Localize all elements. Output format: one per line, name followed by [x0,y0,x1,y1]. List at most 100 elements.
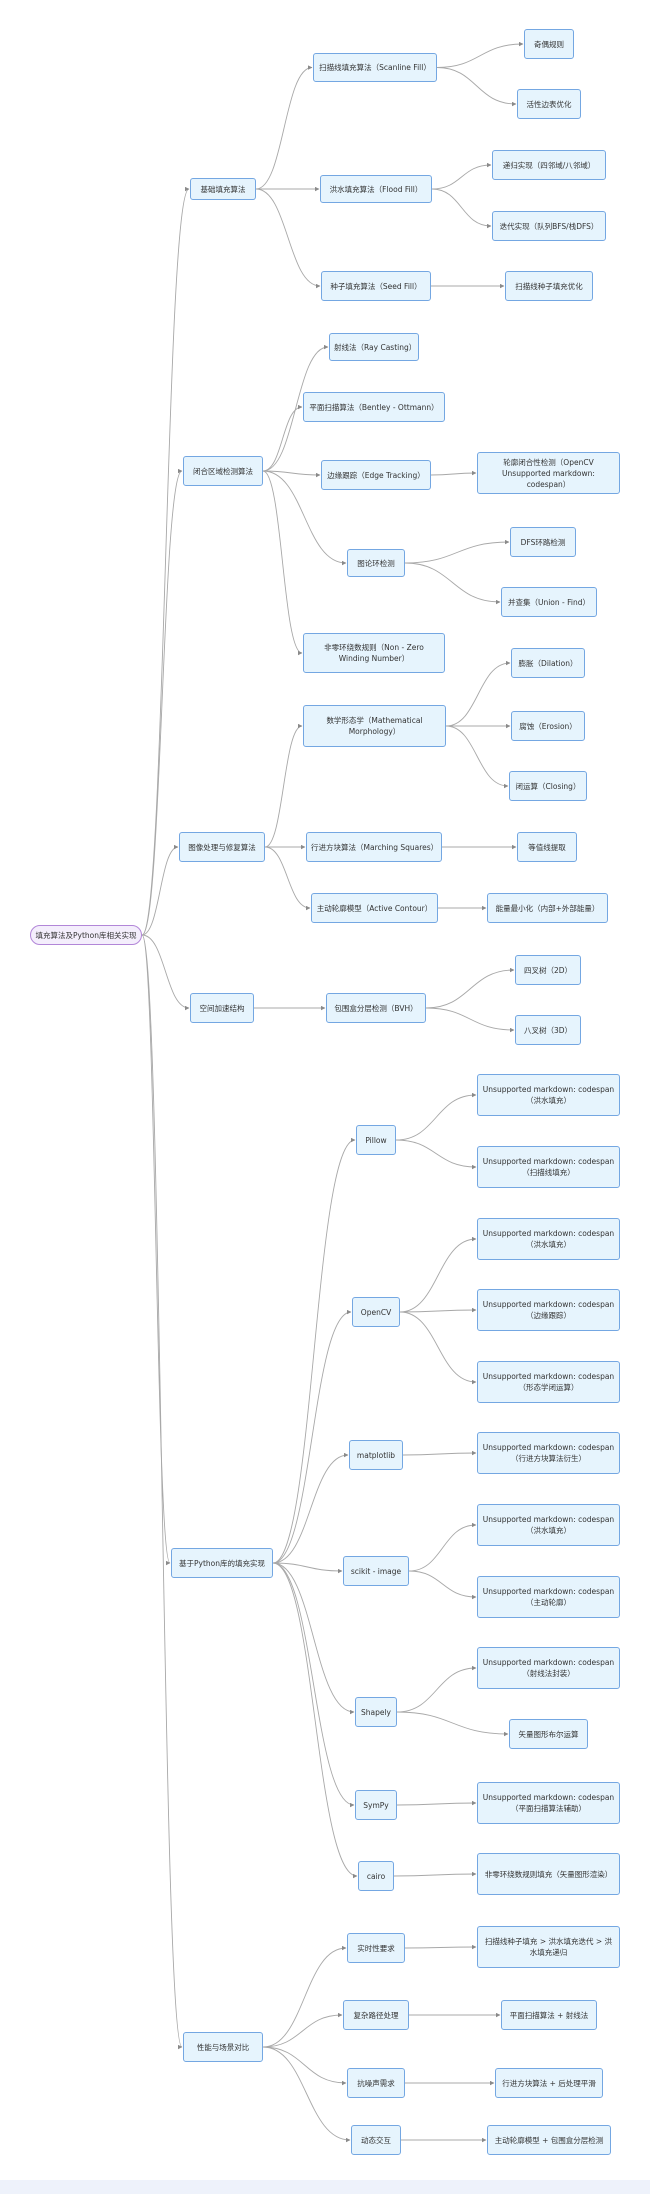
edge-n6-n6d [262,2046,351,2143]
node-label: SymPy [363,1800,389,1810]
edge-n6a-n6a1 [404,1944,477,1950]
edge-n5a-n5a2 [395,1139,477,1170]
node-label: 活性边表优化 [526,99,572,109]
node-label: 射线法（Ray Casting） [334,342,417,352]
node-label: 填充算法及Python库相关实现 [35,930,137,940]
edge-n5-n5a [272,1137,356,1564]
mindmap-node-n6c1: 行进方块算法 + 后处理平滑 [495,2068,603,2098]
node-label: 奇偶规则 [534,39,564,49]
edge-n5-n5c [272,1452,349,1564]
node-label: 扫描线填充算法（Scanline Fill） [319,63,431,72]
mindmap-node-n5: 基于Python库的填充实现 [171,1548,273,1578]
node-label: 矢量图形布尔运算 [518,1729,579,1739]
node-label: Unsupported markdown: codespan（主动轮廓） [482,1587,615,1607]
edge-n5-n5e [272,1562,355,1715]
edge-layer [141,41,524,2143]
mindmap-node-n5c1: Unsupported markdown: codespan（行进方块算法衍生） [477,1432,620,1474]
mindmap-node-n1a2: 活性边表优化 [517,89,581,119]
node-label: 基础填充算法 [200,184,246,194]
edge-n5a-n5a1 [395,1092,477,1141]
mindmap-node-n2e: 非零环绕数规则（Non - Zero Winding Number） [303,633,445,673]
node-label: Unsupported markdown: codespan（平面扫描算法辅助） [482,1793,615,1813]
edge-n2-n2a [262,344,329,472]
node-label: 图像处理与修复算法 [188,842,256,852]
node-label: 抗噪声需求 [357,2078,395,2088]
mindmap-node-n6c: 抗噪声需求 [347,2068,405,2098]
mindmap-node-n6a: 实时性要求 [347,1933,405,1963]
mindmap-node-n2d1: DFS环路检测 [510,527,576,557]
edge-n1a-n1a2 [436,67,517,107]
node-label: Shapely [360,1707,391,1717]
node-label: 能量最小化（内部+外部能量） [495,903,600,913]
node-label: Unsupported markdown: codespan（形态学闭运算） [482,1372,615,1392]
mindmap-node-n1c1: 扫描线种子填充优化 [505,271,593,301]
node-label: 主动轮廓模型（Active Contour） [316,903,433,913]
mindmap-node-n1: 基础填充算法 [190,178,256,200]
mindmap-node-n6: 性能与场景对比 [183,2032,263,2062]
edge-n5d-n5d1 [408,1522,477,1572]
edge-n2d-n2d1 [404,539,510,564]
edge-n5f-n5f1 [396,1800,477,1806]
node-label: 八叉树（3D） [523,1025,573,1035]
edge-n3-n3a [264,723,303,848]
node-label: OpenCV [360,1307,392,1317]
mindmap-node-n1b1: 递归实现（四邻域/八邻域） [492,150,606,180]
edge-root-n4 [141,934,190,1011]
mindmap-node-n1b2: 迭代实现（队列BFS/栈DFS） [492,211,606,241]
node-label: 性能与场景对比 [196,2042,250,2052]
mindmap-node-n2c1: 轮廓闭合性检测（OpenCV Unsupported markdown: cod… [477,452,620,494]
edge-n2-n2d [262,470,347,566]
mindmap-node-n5d: scikit - image [343,1556,409,1586]
node-label: Unsupported markdown: codespan（洪水填充） [482,1229,615,1249]
node-label: 扫描线种子填充优化 [515,281,583,291]
mindmap-node-n3a2: 腐蚀（Erosion） [511,711,585,741]
node-label: 数学形态学（Mathematical Morphology） [326,716,423,736]
node-label: 递归实现（四邻域/八邻域） [502,160,596,170]
mindmap-root-node: 填充算法及Python库相关实现 [30,925,142,945]
edge-n1-n1a [255,65,313,190]
mindmap-node-n4a2: 八叉树（3D） [515,1015,581,1045]
node-label: 轮廓闭合性检测（OpenCV Unsupported markdown: cod… [502,457,595,489]
node-label: 膨胀（Dilation） [518,658,578,668]
mindmap-node-n3a3: 闭运算（Closing） [509,771,587,801]
mindmap-node-n4a: 包围盒分层检测（BVH） [326,993,426,1023]
footer-bar [0,2180,650,2194]
edge-root-n5 [141,934,171,1566]
node-label: 图论环检测 [357,558,395,568]
edge-n5-n5b [272,1309,352,1564]
mindmap-node-n2a: 射线法（Ray Casting） [329,333,419,361]
node-label: Unsupported markdown: codespan（边缘跟踪） [482,1300,615,1320]
node-label: Unsupported markdown: codespan（扫描线填充） [482,1157,615,1177]
mindmap-node-n4: 空间加速结构 [190,993,254,1023]
edge-n5-n5d [272,1562,343,1574]
mindmap-node-n2d2: 并查集（Union - Find） [501,587,597,617]
mindmap-node-n3a1: 膨胀（Dilation） [511,648,585,678]
edge-n2d-n2d2 [404,562,501,605]
node-label: 非零环绕数规则填充（矢量图形渲染） [484,1869,613,1879]
edge-n3-n3c [264,846,311,911]
mindmap-node-n1a1: 奇偶规则 [524,29,574,59]
mindmap-node-n6b: 复杂路径处理 [343,2000,409,2030]
node-label: 复杂路径处理 [353,2010,399,2020]
node-label: 包围盒分层检测（BVH） [334,1003,418,1013]
node-label: 平面扫描算法 + 射线法 [509,2010,589,2020]
mindmap-node-n5b3: Unsupported markdown: codespan（形态学闭运算） [477,1361,620,1403]
edge-n5e-n5e2 [396,1711,509,1737]
edge-root-n6 [141,934,183,2050]
node-label: 行进方块算法（Marching Squares） [311,842,439,852]
node-label: 边缘跟踪（Edge Tracking） [327,470,425,480]
mindmap-node-n3a: 数学形态学（Mathematical Morphology） [303,705,446,747]
node-label: 四叉树（2D） [523,965,573,975]
node-label: DFS环路检测 [520,537,566,547]
node-label: 空间加速结构 [199,1003,245,1013]
node-label: 主动轮廓模型 + 包围盒分层检测 [494,2135,604,2145]
mindmap-node-n5e2: 矢量图形布尔运算 [509,1719,588,1749]
mindmap-node-n4a1: 四叉树（2D） [515,955,581,985]
mindmap-node-n6d: 动态交互 [351,2125,401,2155]
node-label: 基于Python库的填充实现 [179,1558,265,1568]
node-label: 动态交互 [361,2135,391,2145]
node-label: Unsupported markdown: codespan（洪水填充） [482,1515,615,1535]
mindmap-node-n3b: 行进方块算法（Marching Squares） [306,832,442,862]
mindmap-node-n5d1: Unsupported markdown: codespan（洪水填充） [477,1504,620,1546]
